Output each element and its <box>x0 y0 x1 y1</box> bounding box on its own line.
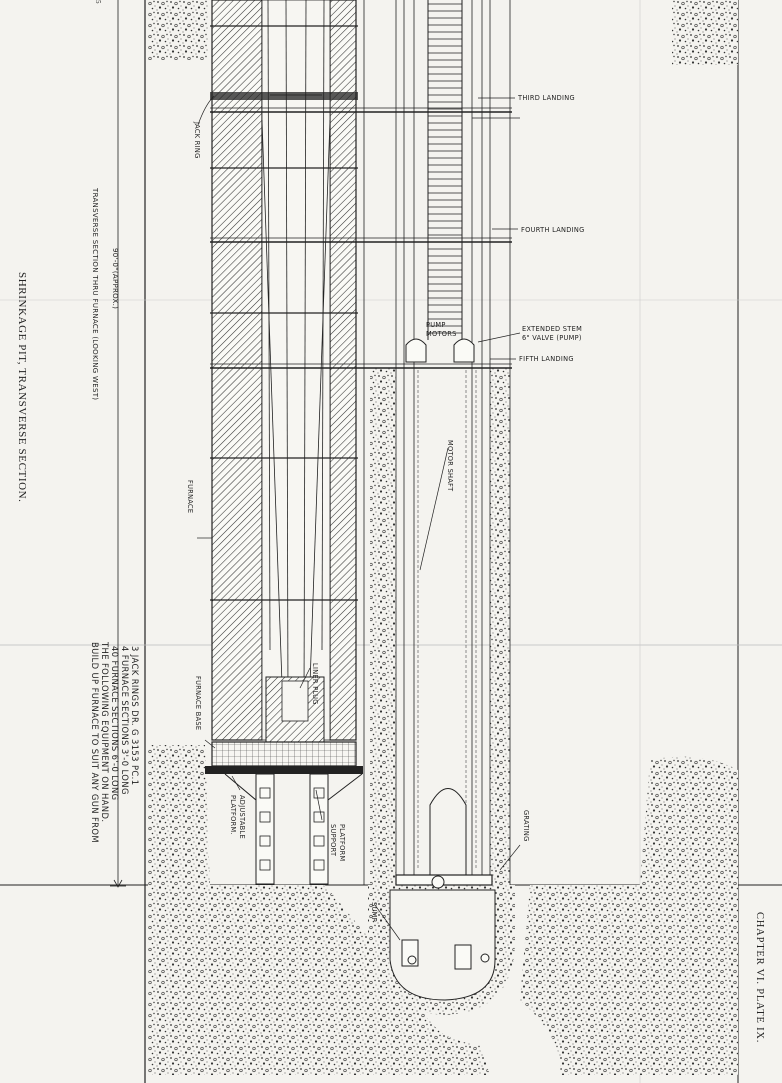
gravel-left-upper <box>148 745 210 885</box>
label-pump: PUMP <box>426 321 446 329</box>
grating-arch <box>429 788 467 885</box>
label-platform-support-2: SUPPORT <box>329 824 337 857</box>
gravel-top-right <box>672 0 738 65</box>
furnace-wall-left <box>211 0 263 741</box>
note-line: 4 FURNACE SECTIONS 3'-0 LONG <box>120 646 130 795</box>
label-motor-shaft: MOTOR SHAFT <box>446 440 454 492</box>
page-number: 5 <box>94 0 102 4</box>
gravel-pit-wall-left <box>370 368 396 893</box>
gravel-bottom-right <box>520 885 738 1075</box>
label-valve: 6" VALVE (PUMP) <box>522 334 582 342</box>
gravel-pit-wall-right <box>490 368 510 893</box>
label-motors: MOTORS <box>426 330 457 338</box>
gravel-top-left <box>148 0 208 60</box>
label-platform: PLATFORM. <box>229 795 237 835</box>
furnace-base <box>211 741 357 767</box>
note-line: 40 FURNACE SECTIONS 6'-0 LONG <box>110 646 120 801</box>
gravel-bottom-left <box>148 885 490 1075</box>
label-adjustable: ADJUSTABLE <box>238 795 246 839</box>
sump-pit <box>389 889 496 1001</box>
motor-shafts <box>417 370 477 870</box>
dimension-line <box>110 0 126 888</box>
label-furnace-base: FURNACE BASE <box>194 676 202 730</box>
label-fifth-landing: FIFTH LANDING <box>519 355 574 363</box>
label-fourth-landing: FOURTH LANDING <box>521 226 585 234</box>
leader-lines <box>197 95 521 941</box>
gravel-right-upper <box>640 756 738 885</box>
pump-motors <box>405 338 475 363</box>
platform-supports <box>255 773 329 885</box>
subtitle-section: TRANSVERSE SECTION THRU FURNACE (LOOKING… <box>91 187 99 400</box>
jack-ring-band <box>210 92 358 100</box>
label-third-landing: THIRD LANDING <box>517 94 575 102</box>
pit-shaft <box>363 0 511 885</box>
furnace-bore <box>261 0 331 741</box>
sump-pump-equipment <box>401 875 490 970</box>
label-grating: GRATING <box>522 810 530 842</box>
adjustable-platform <box>205 766 363 774</box>
label-jack-ring: JACK RING <box>193 121 201 159</box>
equipment-note: BUILD UP FURNACE TO SUIT ANY GUN FROM TH… <box>90 641 140 843</box>
furnace-section-joints <box>210 25 358 601</box>
label-furnace: FURNACE <box>186 480 194 513</box>
furnace-wall-right <box>329 0 357 741</box>
note-line: 3 JACK RINGS DR. G 3153 PC.1 <box>130 646 140 785</box>
note-line: THE FOLLOWING EQUIPMENT ON HAND. <box>100 641 110 822</box>
label-sump: SUMP <box>370 902 378 922</box>
ladder <box>427 0 463 340</box>
plate-title: SHRINKAGE PIT, TRANSVERSE SECTION. <box>16 272 28 503</box>
chapter-plate-label: CHAPTER VI. PLATE IX. <box>754 912 765 1043</box>
label-extended-stem: EXTENDED STEM <box>522 325 582 333</box>
label-liner-plug: LINER PLUG <box>311 663 319 705</box>
label-platform-support-1: PLATFORM <box>338 824 346 861</box>
note-line: BUILD UP FURNACE TO SUIT ANY GUN FROM <box>90 642 100 843</box>
dimension-label: 90'-0"(APPROX.) <box>111 248 119 309</box>
